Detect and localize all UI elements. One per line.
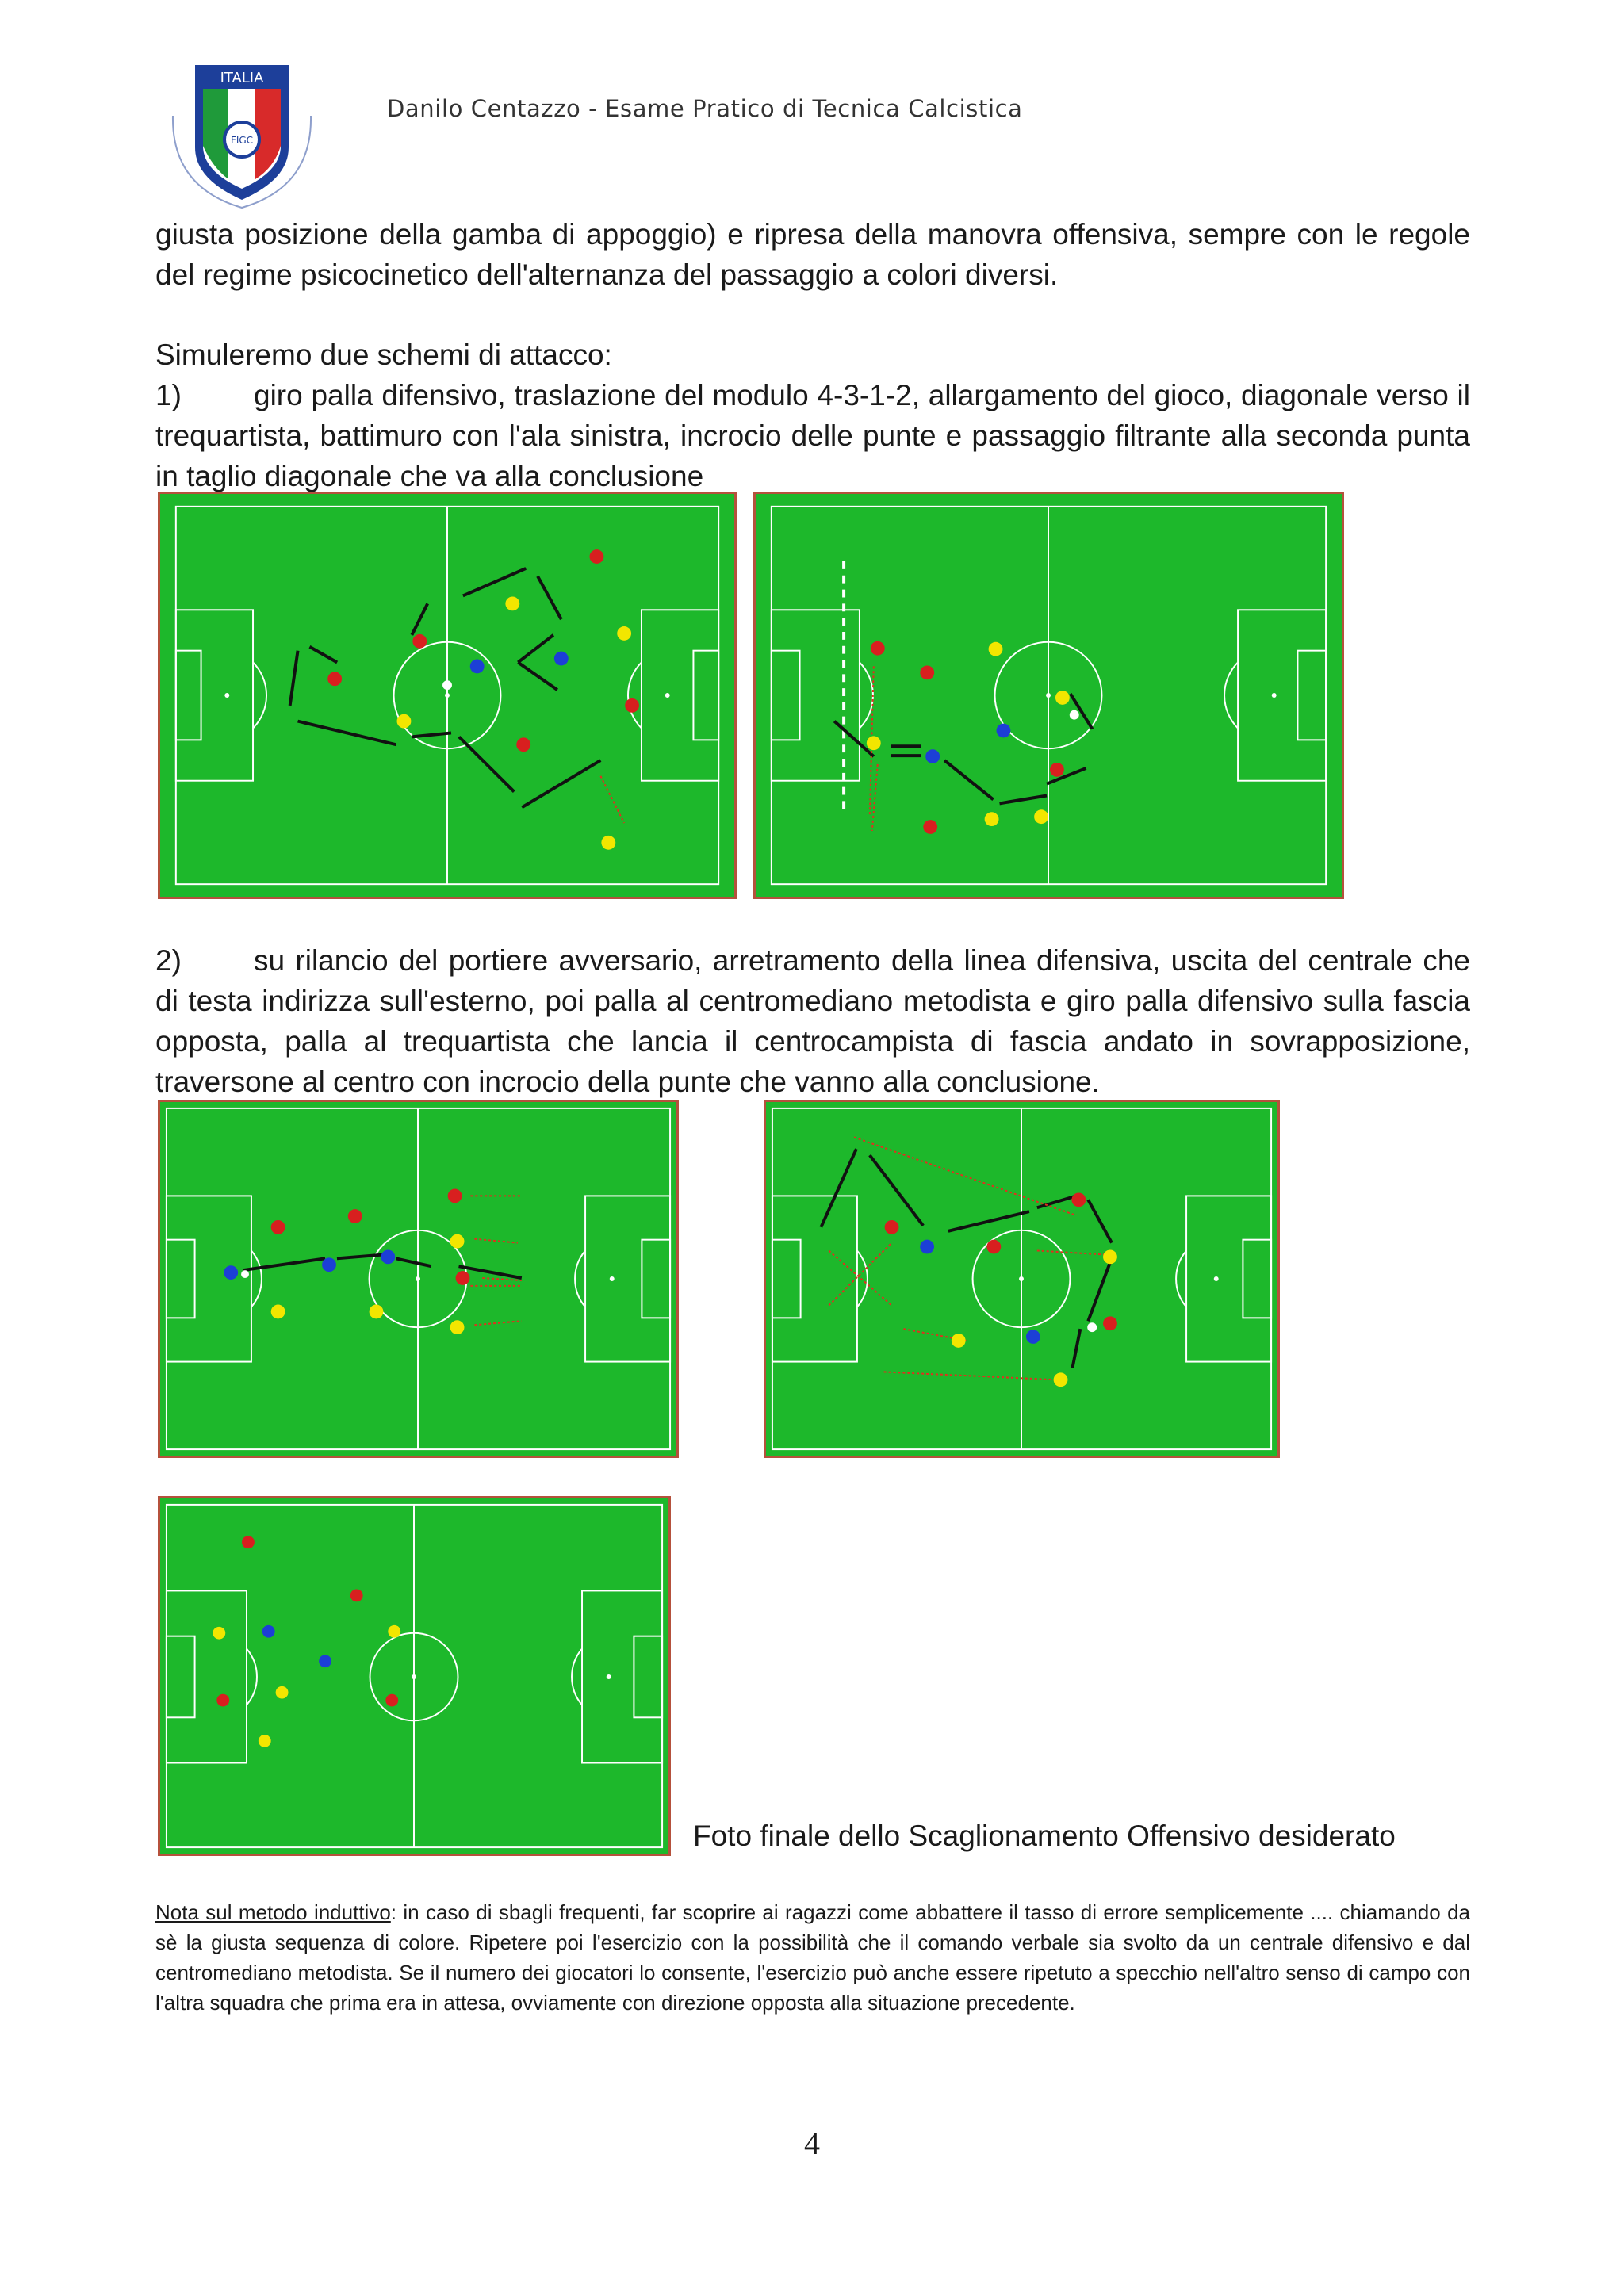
pitch-diagram-2 — [753, 492, 1344, 899]
svg-text:ITALIA: ITALIA — [220, 70, 265, 86]
scheme-item-1: 1) giro palla difensivo, traslazione del… — [155, 375, 1470, 496]
players — [224, 1188, 470, 1335]
item-number: 1) — [155, 379, 182, 411]
scheme-item-2: 2) su rilancio del portiere avversario, … — [155, 940, 1470, 1102]
paragraph-continuation: giusta posizione della gamba di appoggio… — [155, 218, 1470, 291]
item-text: giro palla difensivo, traslazione del mo… — [155, 379, 1470, 492]
pitch-diagram-3 — [158, 1100, 679, 1458]
intro-text: Simuleremo due schemi di attacco: — [155, 339, 612, 371]
players — [327, 549, 639, 850]
pitch-diagram-4 — [764, 1100, 1280, 1458]
header-title: Danilo Centazzo - Esame Pratico di Tecni… — [387, 95, 1023, 122]
page-number: 4 — [804, 2126, 820, 2161]
note-label: Nota sul metodo induttivo — [155, 1900, 391, 1924]
note-paragraph: Nota sul metodo induttivo: in caso di sb… — [155, 1897, 1470, 2018]
item-text: su rilancio del portiere avversario, arr… — [155, 944, 1470, 1098]
players — [884, 1192, 1117, 1387]
note-text: : in caso di sbagli frequenti, far scopr… — [155, 1900, 1470, 2015]
figure-caption: Foto finale dello Scaglionamento Offensi… — [693, 1820, 1396, 1852]
pitch-diagram-1 — [158, 492, 737, 899]
figc-logo: ITALIA FIGC — [171, 65, 312, 209]
players — [213, 1536, 401, 1747]
pitch-diagram-5 — [158, 1496, 671, 1856]
players — [866, 641, 1079, 834]
svg-text:FIGC: FIGC — [231, 135, 253, 146]
item-number: 2) — [155, 944, 182, 977]
